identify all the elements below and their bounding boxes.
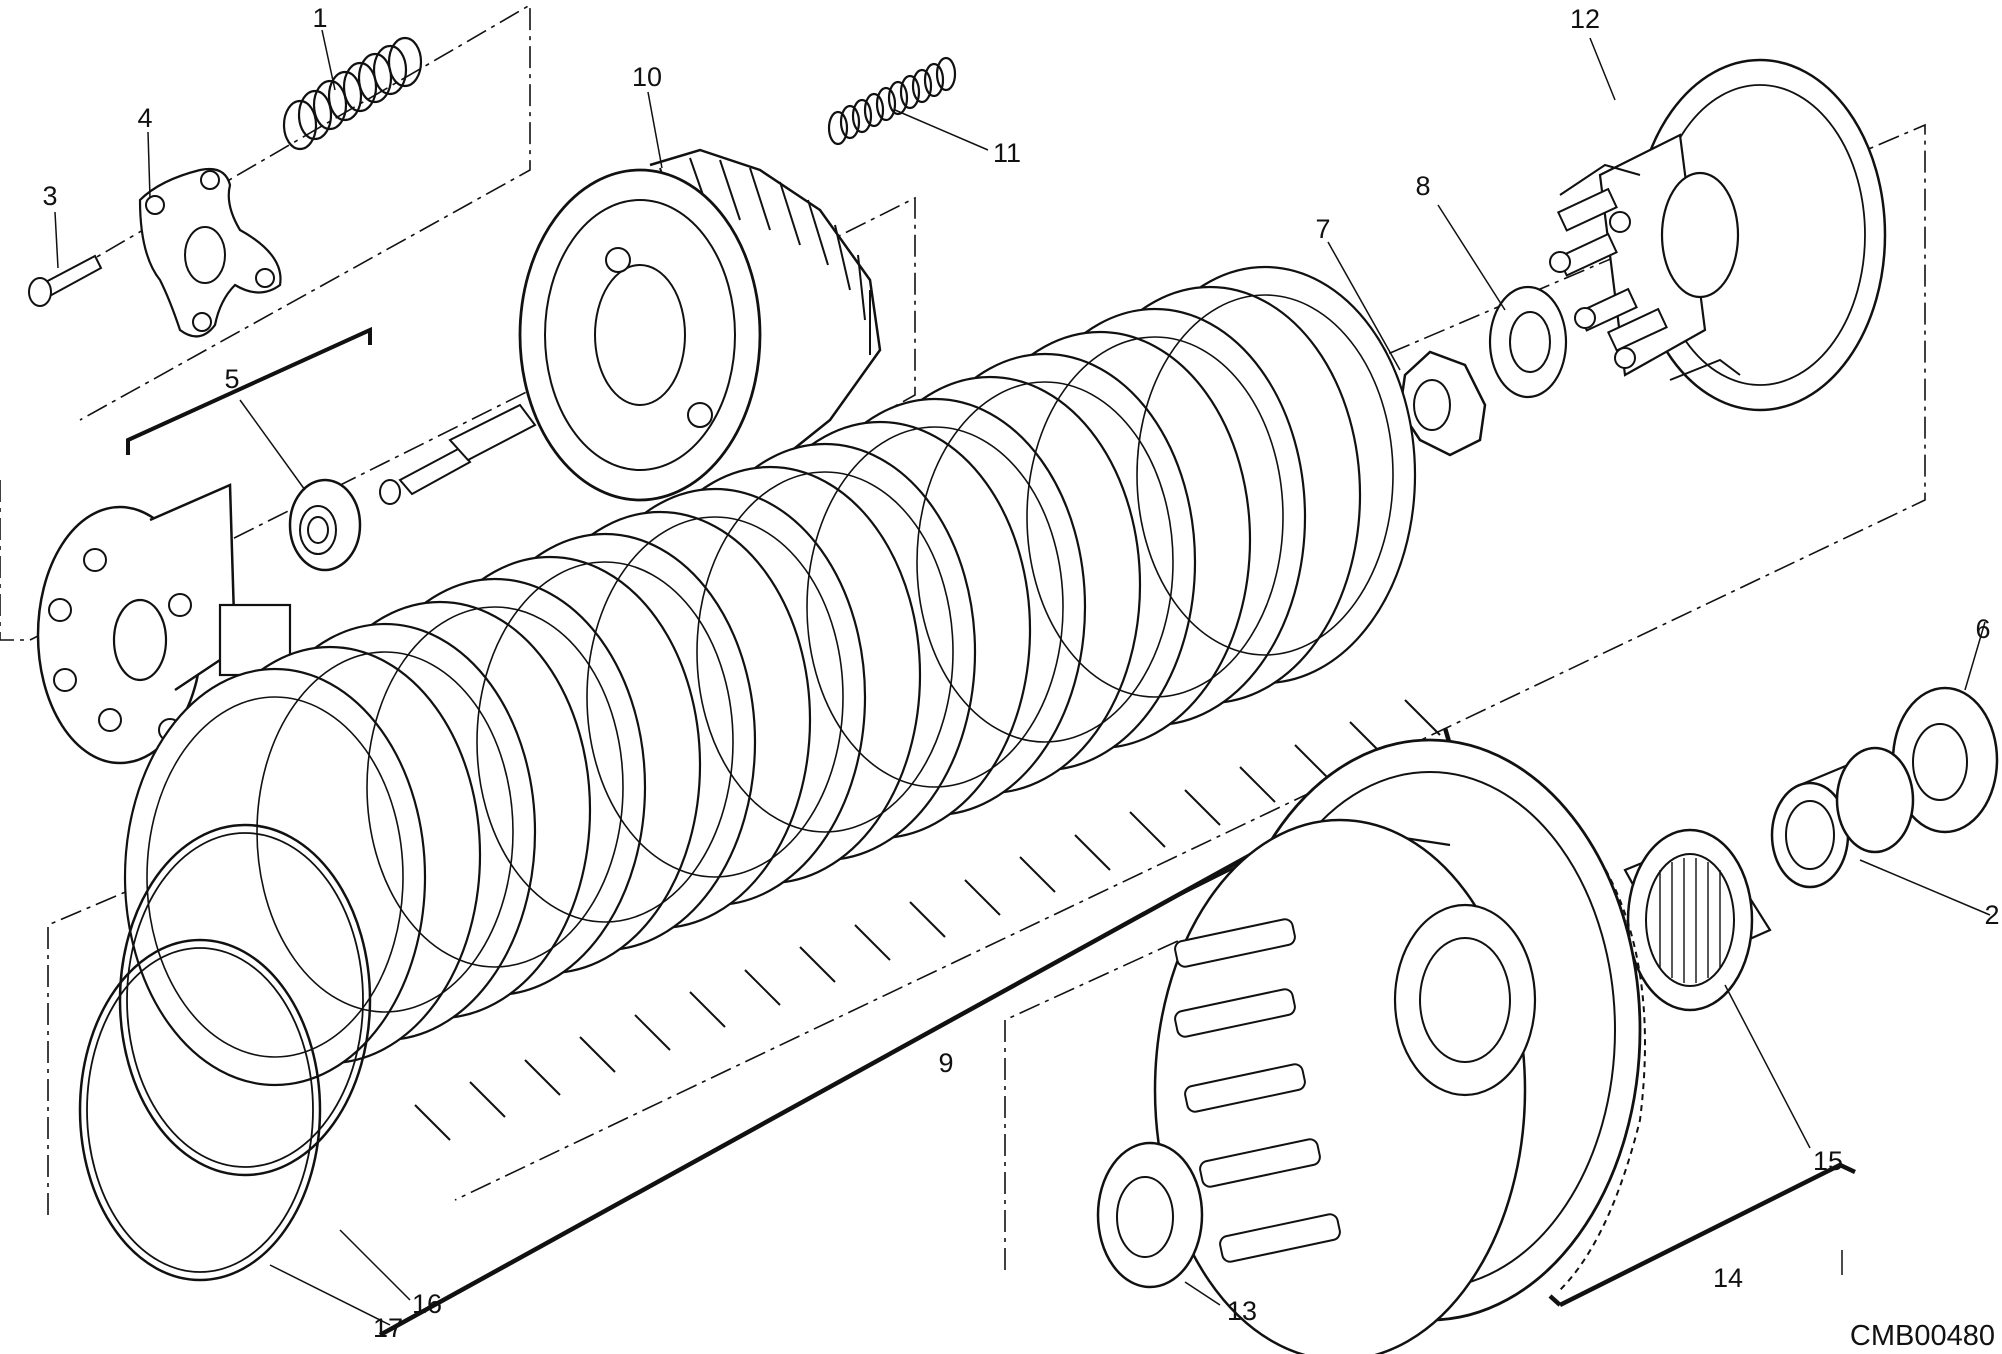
callout-12: 12 — [1570, 4, 1600, 34]
callout-3: 3 — [42, 181, 57, 211]
part-1-spring — [282, 36, 423, 151]
part-12-inner-hub — [1549, 58, 1887, 412]
part-2-bushing — [1770, 746, 1915, 889]
part-13-washer — [1096, 1141, 1204, 1289]
callout-17: 17 — [373, 1313, 403, 1343]
callout-4: 4 — [137, 103, 152, 133]
part-5-bearing-group — [126, 326, 537, 572]
leader-lines — [54, 29, 1991, 1326]
part-5-flange-hub — [36, 483, 292, 765]
part-16-ring — [118, 823, 372, 1177]
callout-labels: 1 2 3 4 5 6 7 8 9 10 11 12 13 14 15 16 1… — [42, 3, 1999, 1343]
part-11-spring — [827, 56, 957, 146]
part-3-screw — [28, 254, 103, 307]
callout-15: 15 — [1813, 1146, 1843, 1176]
part-7-nut — [1398, 350, 1487, 457]
part-4-plate — [138, 167, 282, 338]
callout-1: 1 — [312, 3, 327, 33]
part-14-clutch-basket — [1153, 738, 1856, 1354]
callout-13: 13 — [1227, 1296, 1257, 1326]
callout-2: 2 — [1984, 900, 1999, 930]
part-15-needle-bearing — [1623, 828, 1772, 1012]
callout-9: 9 — [938, 1048, 953, 1078]
callout-5: 5 — [224, 364, 239, 394]
drawing-code: CMB00480 — [1850, 1320, 1995, 1352]
callout-10: 10 — [632, 62, 662, 92]
part-17-ring — [78, 938, 322, 1282]
callout-6: 6 — [1975, 614, 1990, 644]
callout-8: 8 — [1415, 171, 1430, 201]
part-8-lock-washer — [1488, 285, 1568, 399]
callout-16: 16 — [412, 1289, 442, 1319]
part-10-pressure-plate — [518, 148, 882, 502]
callout-7: 7 — [1315, 214, 1330, 244]
part-9-clutch-plates — [123, 265, 1453, 1337]
callout-11: 11 — [993, 138, 1021, 168]
callout-14: 14 — [1713, 1263, 1743, 1293]
